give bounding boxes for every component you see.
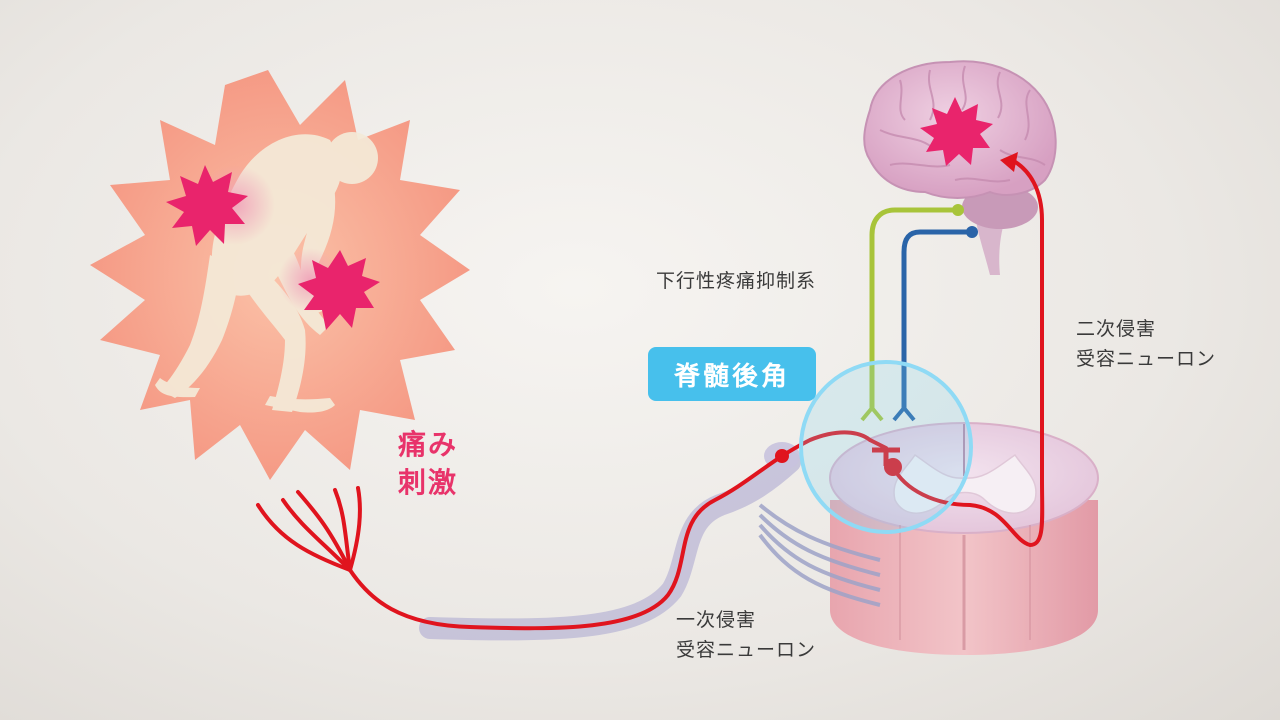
ascending-arrowhead: [1000, 152, 1018, 172]
blue-pathway-terminal: [892, 404, 916, 422]
green-pathway-origin: [952, 204, 964, 216]
secondary-neuron-cell-body: [884, 458, 902, 476]
primary-neuron-line-1: 一次侵害: [676, 609, 757, 631]
descending-system-label: 下行性疼痛抑制系: [656, 270, 817, 292]
nerve-root-fibers: [758, 503, 881, 607]
pain-stimulus-line-2: 刺激: [398, 466, 459, 499]
descending-inhibition-pathways: [869, 207, 975, 411]
pain-star-back: [166, 165, 248, 246]
dorsal-horn-highlight: [799, 360, 973, 534]
primary-neuron-label: 一次侵害 受容ニューロン: [676, 605, 816, 665]
primary-nociceptive-neuron: [256, 430, 888, 631]
pain-stimulus-line-1: 痛み: [398, 428, 459, 461]
primary-neuron-cell-body: [775, 449, 789, 463]
secondary-nociceptive-neuron: [891, 158, 1045, 548]
brain: [863, 60, 1057, 275]
green-pathway-terminal: [860, 404, 884, 422]
secondary-neuron-label: 二次侵害 受容ニューロン: [1076, 314, 1216, 374]
pain-star-brain: [920, 97, 993, 166]
secondary-neuron-line-1: 二次侵害: [1076, 318, 1157, 340]
primary-neuron-line-2: 受容ニューロン: [676, 639, 817, 661]
blue-pathway-origin: [966, 226, 978, 238]
dorsal-horn-badge: 脊髄後角: [648, 347, 816, 401]
secondary-neuron-line-2: 受容ニューロン: [1076, 348, 1217, 370]
pain-star-knee: [298, 250, 380, 330]
pain-stimulus-label: 痛み 刺激: [398, 426, 458, 502]
